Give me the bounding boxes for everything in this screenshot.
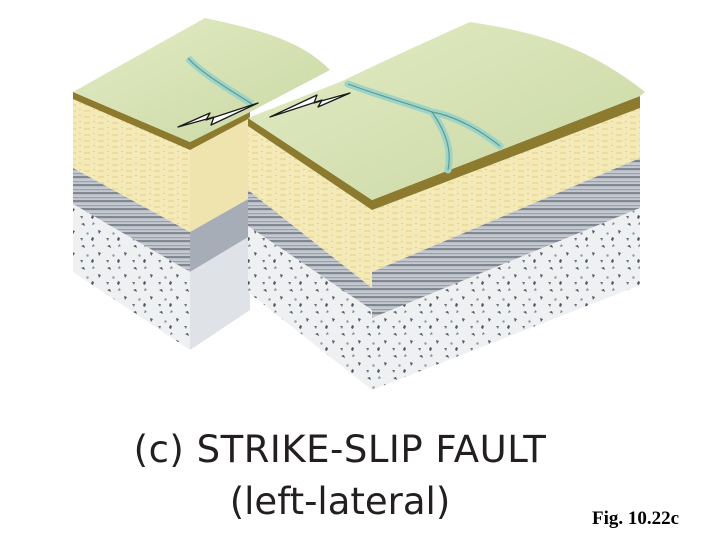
left-fault-plane-shale	[190, 198, 250, 272]
left-stream-edge	[187, 57, 253, 105]
left-soil-rim	[73, 92, 250, 150]
right-side-bedrock	[372, 208, 640, 390]
right-soil-rim-front	[248, 118, 372, 210]
right-shale-layer	[248, 190, 372, 310]
right-block-motion-arrow	[269, 92, 351, 118]
left-bedrock-layer	[73, 204, 190, 350]
right-ground-surface	[248, 22, 645, 200]
left-fault-plane-bedrock	[190, 236, 250, 350]
left-fault-block	[73, 18, 330, 350]
left-shale-layer	[73, 168, 190, 272]
left-sandstone-layer	[73, 92, 190, 232]
right-sandstone-layer	[248, 126, 372, 288]
right-bedrock-layer	[248, 226, 372, 390]
caption-title: (c) STRIKE-SLIP FAULT	[133, 428, 547, 471]
right-side-sandstone	[372, 108, 640, 272]
right-soil-rim-side	[372, 96, 640, 210]
strike-slip-fault-diagram	[73, 18, 645, 390]
right-fault-block	[248, 22, 645, 390]
right-side-shale	[372, 158, 640, 318]
figure-reference: Fig. 10.22c	[592, 508, 680, 529]
right-stream-edge	[347, 83, 501, 171]
left-block-motion-arrow	[177, 102, 259, 128]
left-ground-surface	[73, 18, 330, 142]
caption-subtitle: (left-lateral)	[229, 480, 451, 523]
